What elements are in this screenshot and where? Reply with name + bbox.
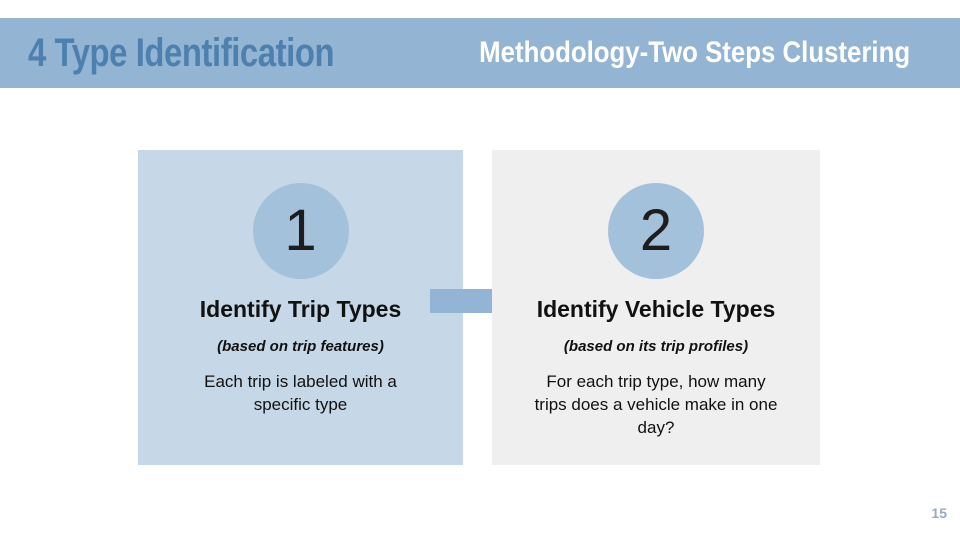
step-card-trip-types: 1 Identify Trip Types (based on trip fea…: [138, 150, 463, 465]
step-1-number: 1: [284, 198, 317, 263]
step-2-subtitle: (based on its trip profiles): [563, 338, 749, 355]
step-card-vehicle-types: 2 Identify Vehicle Types (based on its t…: [492, 150, 820, 465]
arrow-shaft: [430, 289, 498, 313]
step-2-body: For each trip type, how many trips does …: [534, 372, 778, 437]
step-1-subtitle: (based on trip features): [217, 338, 384, 355]
step-2-number: 2: [639, 198, 673, 263]
header-band: 4 Type Identification Methodology-Two St…: [0, 18, 960, 88]
step-1-circle: 1: [252, 183, 349, 279]
step-2-circle: 2: [608, 183, 704, 279]
step-1-body: Each trip is labeled with a specific typ…: [204, 372, 397, 414]
page-number: 15: [931, 505, 947, 521]
step-1-heading: Identify Trip Types: [199, 296, 402, 322]
slide-title: 4 Type Identification: [28, 31, 335, 75]
header-subtitle: Methodology-Two Steps Clustering: [479, 36, 910, 69]
step-2-heading: Identify Vehicle Types: [536, 296, 776, 322]
